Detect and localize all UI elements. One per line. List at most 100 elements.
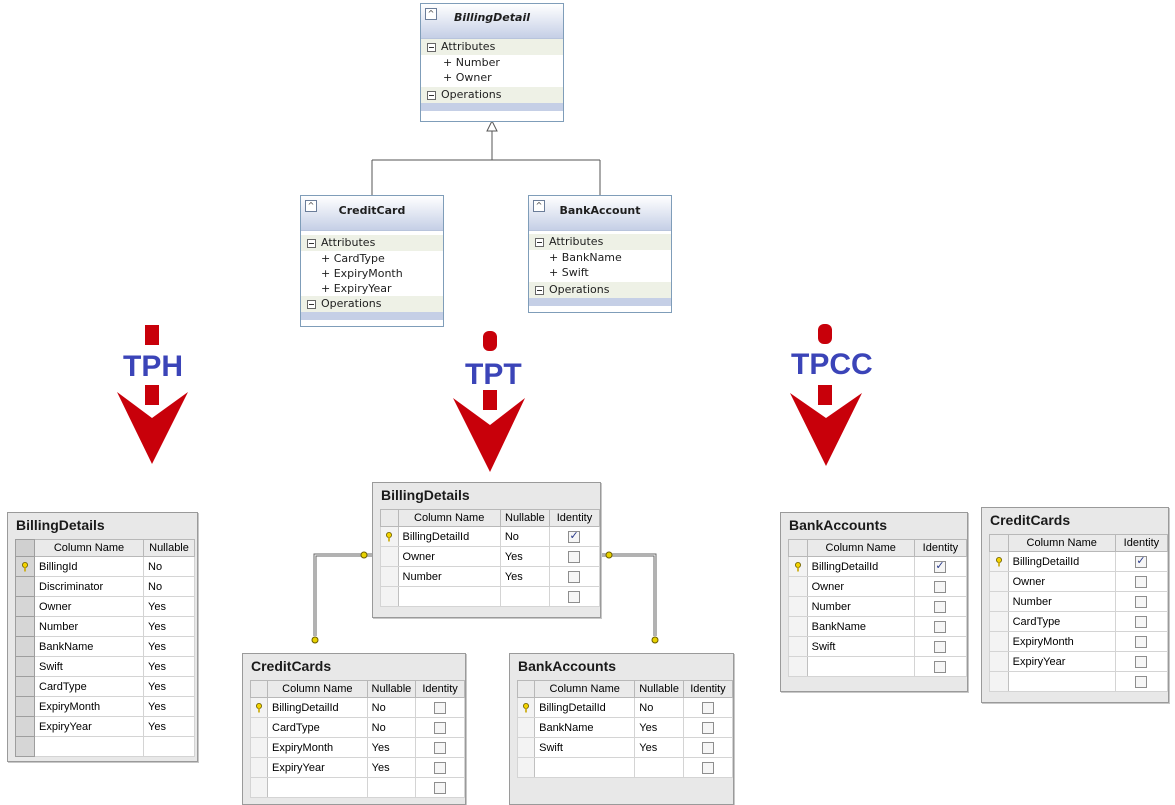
- nullable-cell[interactable]: [366, 777, 417, 798]
- column-name-cell[interactable]: Discriminator: [34, 576, 144, 597]
- column-name-cell[interactable]: CardType: [1007, 611, 1116, 632]
- nullable-cell[interactable]: Yes: [143, 656, 195, 677]
- identity-checkbox[interactable]: [434, 721, 447, 734]
- column-name-cell[interactable]: Owner: [806, 576, 915, 597]
- row-selector[interactable]: [989, 591, 1009, 612]
- row-selector[interactable]: [989, 671, 1009, 692]
- column-name-cell[interactable]: Owner: [397, 546, 501, 567]
- row-selector[interactable]: [15, 676, 35, 697]
- nullable-cell[interactable]: Yes: [143, 596, 195, 617]
- identity-checkbox[interactable]: [934, 580, 947, 593]
- row-selector[interactable]: [15, 616, 35, 637]
- collapse-icon[interactable]: ^: [425, 8, 437, 20]
- column-header[interactable]: Nullable: [499, 509, 550, 527]
- column-name-cell[interactable]: CardType: [267, 717, 368, 738]
- column-name-cell[interactable]: [806, 656, 915, 677]
- column-header[interactable]: Column Name: [397, 509, 501, 527]
- table-row[interactable]: ExpiryYear: [989, 651, 1169, 672]
- column-name-cell[interactable]: Number: [1007, 591, 1116, 612]
- column-name-cell[interactable]: BankName: [534, 717, 636, 738]
- identity-checkbox[interactable]: [1135, 655, 1148, 668]
- nullable-cell[interactable]: Yes: [634, 717, 684, 738]
- attributes-section-header[interactable]: Attributes: [301, 235, 443, 251]
- identity-checkbox[interactable]: [568, 550, 581, 563]
- table-row[interactable]: [516, 757, 734, 778]
- row-selector[interactable]: [788, 596, 808, 617]
- column-name-cell[interactable]: [534, 757, 636, 778]
- table-row[interactable]: BankName: [788, 616, 968, 637]
- attributes-section-header[interactable]: Attributes: [529, 234, 671, 250]
- column-header[interactable]: Column Name: [534, 680, 636, 698]
- attributes-section-header[interactable]: Attributes: [421, 39, 563, 55]
- table-row[interactable]: [250, 777, 465, 798]
- row-selector[interactable]: [788, 656, 808, 677]
- column-name-cell[interactable]: ExpiryMonth: [1007, 631, 1116, 652]
- identity-checkbox[interactable]: [701, 741, 714, 754]
- row-selector[interactable]: [15, 696, 35, 717]
- column-header[interactable]: Nullable: [366, 680, 417, 698]
- column-header[interactable]: Identity: [682, 680, 734, 698]
- column-header[interactable]: Identity: [548, 509, 601, 527]
- class-creditcard[interactable]: ^ CreditCard Attributes + CardType + Exp…: [300, 195, 444, 327]
- column-name-cell[interactable]: ExpiryYear: [1007, 651, 1116, 672]
- nullable-cell[interactable]: Yes: [634, 737, 684, 758]
- row-selector[interactable]: [380, 566, 399, 587]
- identity-checkbox[interactable]: [934, 640, 947, 653]
- column-name-cell[interactable]: [267, 777, 368, 798]
- row-selector[interactable]: [250, 697, 268, 718]
- nullable-cell[interactable]: [143, 736, 195, 757]
- column-name-cell[interactable]: Owner: [34, 596, 144, 617]
- identity-checkbox[interactable]: [1135, 615, 1148, 628]
- nullable-cell[interactable]: Yes: [143, 616, 195, 637]
- table-row[interactable]: Owner: [989, 571, 1169, 592]
- nullable-cell[interactable]: No: [143, 576, 195, 597]
- table-row[interactable]: [15, 736, 195, 757]
- identity-checkbox[interactable]: [568, 529, 581, 543]
- column-header[interactable]: Column Name: [267, 680, 368, 698]
- column-name-cell[interactable]: BillingDetailId: [534, 697, 636, 718]
- row-selector[interactable]: [989, 651, 1009, 672]
- operations-section-header[interactable]: Operations: [421, 87, 563, 103]
- identity-checkbox[interactable]: [434, 761, 447, 774]
- nullable-cell[interactable]: No: [143, 556, 195, 577]
- collapse-icon[interactable]: ^: [533, 200, 545, 212]
- row-selector[interactable]: [15, 656, 35, 677]
- column-name-cell[interactable]: [34, 736, 144, 757]
- identity-checkbox[interactable]: [701, 761, 714, 774]
- table-row[interactable]: [380, 586, 601, 607]
- identity-checkbox[interactable]: [1135, 575, 1148, 588]
- column-header[interactable]: Column Name: [806, 539, 915, 557]
- column-name-cell[interactable]: Swift: [34, 656, 144, 677]
- row-selector[interactable]: [788, 576, 808, 597]
- nullable-cell[interactable]: Yes: [366, 737, 417, 758]
- nullable-cell[interactable]: Yes: [143, 636, 195, 657]
- row-selector[interactable]: [250, 737, 268, 758]
- identity-checkbox[interactable]: [934, 559, 947, 573]
- column-name-cell[interactable]: Number: [806, 596, 915, 617]
- column-name-cell[interactable]: BillingDetailId: [1007, 551, 1116, 572]
- column-header[interactable]: Identity: [1114, 534, 1169, 552]
- identity-checkbox[interactable]: [1135, 635, 1148, 648]
- nullable-cell[interactable]: Yes: [366, 757, 417, 778]
- column-name-cell[interactable]: Swift: [806, 636, 915, 657]
- column-name-cell[interactable]: BankName: [34, 636, 144, 657]
- row-selector[interactable]: [989, 571, 1009, 592]
- row-selector[interactable]: [516, 717, 536, 738]
- identity-checkbox[interactable]: [568, 570, 581, 583]
- identity-checkbox[interactable]: [701, 701, 714, 714]
- nullable-cell[interactable]: Yes: [143, 716, 195, 737]
- row-selector[interactable]: [516, 757, 536, 778]
- table-row[interactable]: BillingDetailId: [989, 551, 1169, 572]
- column-header[interactable]: Column Name: [34, 539, 144, 557]
